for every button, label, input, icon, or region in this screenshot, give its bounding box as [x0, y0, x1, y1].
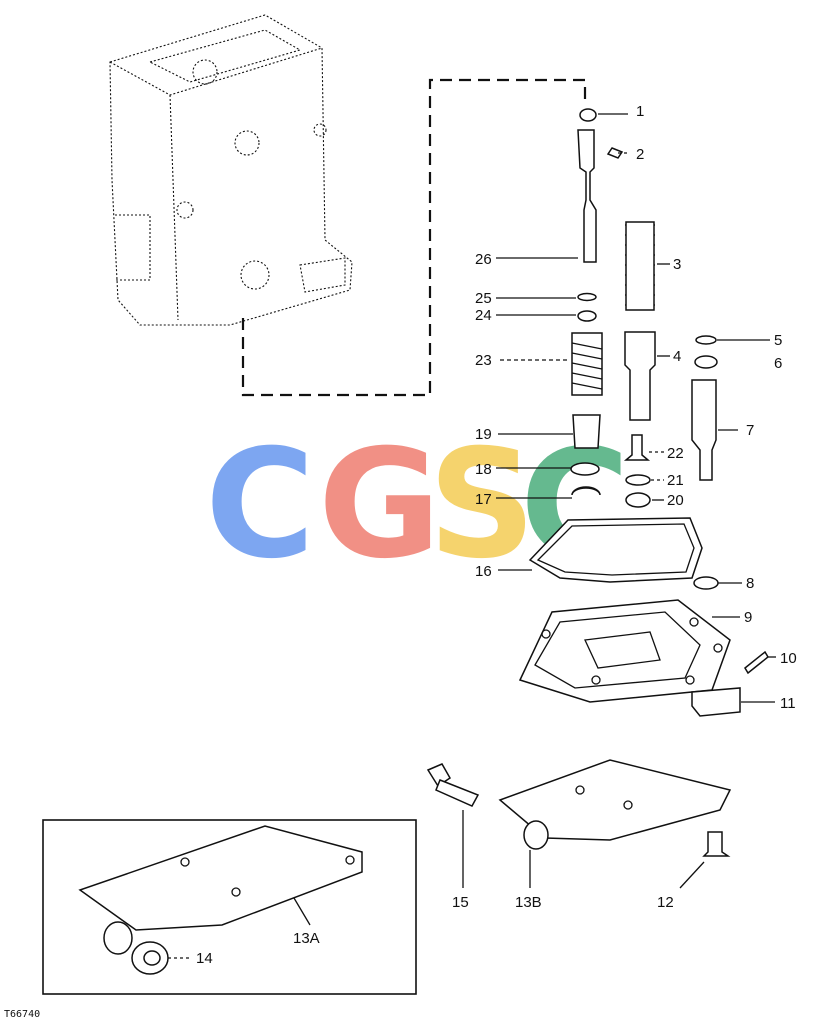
bushing-14 — [131, 941, 169, 975]
callout-22: 22 — [667, 445, 684, 462]
watermark-letter-2: G — [318, 418, 441, 592]
callout-14: 14 — [196, 950, 213, 967]
cap-screw — [426, 763, 480, 807]
callout-3: 3 — [673, 256, 681, 273]
washer — [693, 576, 719, 590]
lever — [691, 687, 741, 717]
watermark-letter-1: C — [205, 418, 315, 592]
callout-5: 5 — [774, 332, 782, 349]
callout-17: 17 — [475, 491, 492, 508]
callout-23: 23 — [475, 352, 492, 369]
callout-19: 19 — [475, 426, 492, 443]
inset-box — [42, 819, 417, 995]
callout-18: 18 — [475, 461, 492, 478]
watermark-letter-3: S — [428, 418, 536, 592]
screw — [702, 831, 731, 857]
gasket — [528, 517, 703, 583]
callout-8: 8 — [746, 575, 754, 592]
callout-26: 26 — [475, 251, 492, 268]
callout-13a: 13A — [293, 930, 320, 947]
callout-12: 12 — [657, 894, 674, 911]
callout-15: 15 — [452, 894, 469, 911]
pin — [744, 650, 769, 675]
right-parts — [606, 147, 718, 508]
callout-10: 10 — [780, 650, 797, 667]
cover-plate — [518, 599, 731, 703]
callout-21: 21 — [667, 472, 684, 489]
spool-stack — [570, 108, 603, 496]
drawing-code: T66740 — [4, 1009, 40, 1020]
callout-2: 2 — [636, 146, 644, 163]
callout-24: 24 — [475, 307, 492, 324]
callout-20: 20 — [667, 492, 684, 509]
leader-lines — [168, 113, 776, 959]
callout-7: 7 — [746, 422, 754, 439]
callout-4: 4 — [673, 348, 681, 365]
callout-25: 25 — [475, 290, 492, 307]
callout-1: 1 — [636, 103, 644, 120]
callout-11: 11 — [780, 695, 796, 712]
valve-housing — [109, 14, 353, 326]
callout-13b: 13B — [515, 894, 542, 911]
callout-labels: 1 2 3 4 5 6 7 8 9 10 11 12 13A 13B 14 15… — [196, 103, 797, 967]
bracket-13b — [498, 759, 732, 850]
callout-9: 9 — [744, 609, 752, 626]
assembly-leader-line — [241, 78, 587, 397]
callout-16: 16 — [475, 563, 492, 580]
callout-6: 6 — [774, 355, 782, 372]
bracket-13a — [78, 825, 363, 955]
